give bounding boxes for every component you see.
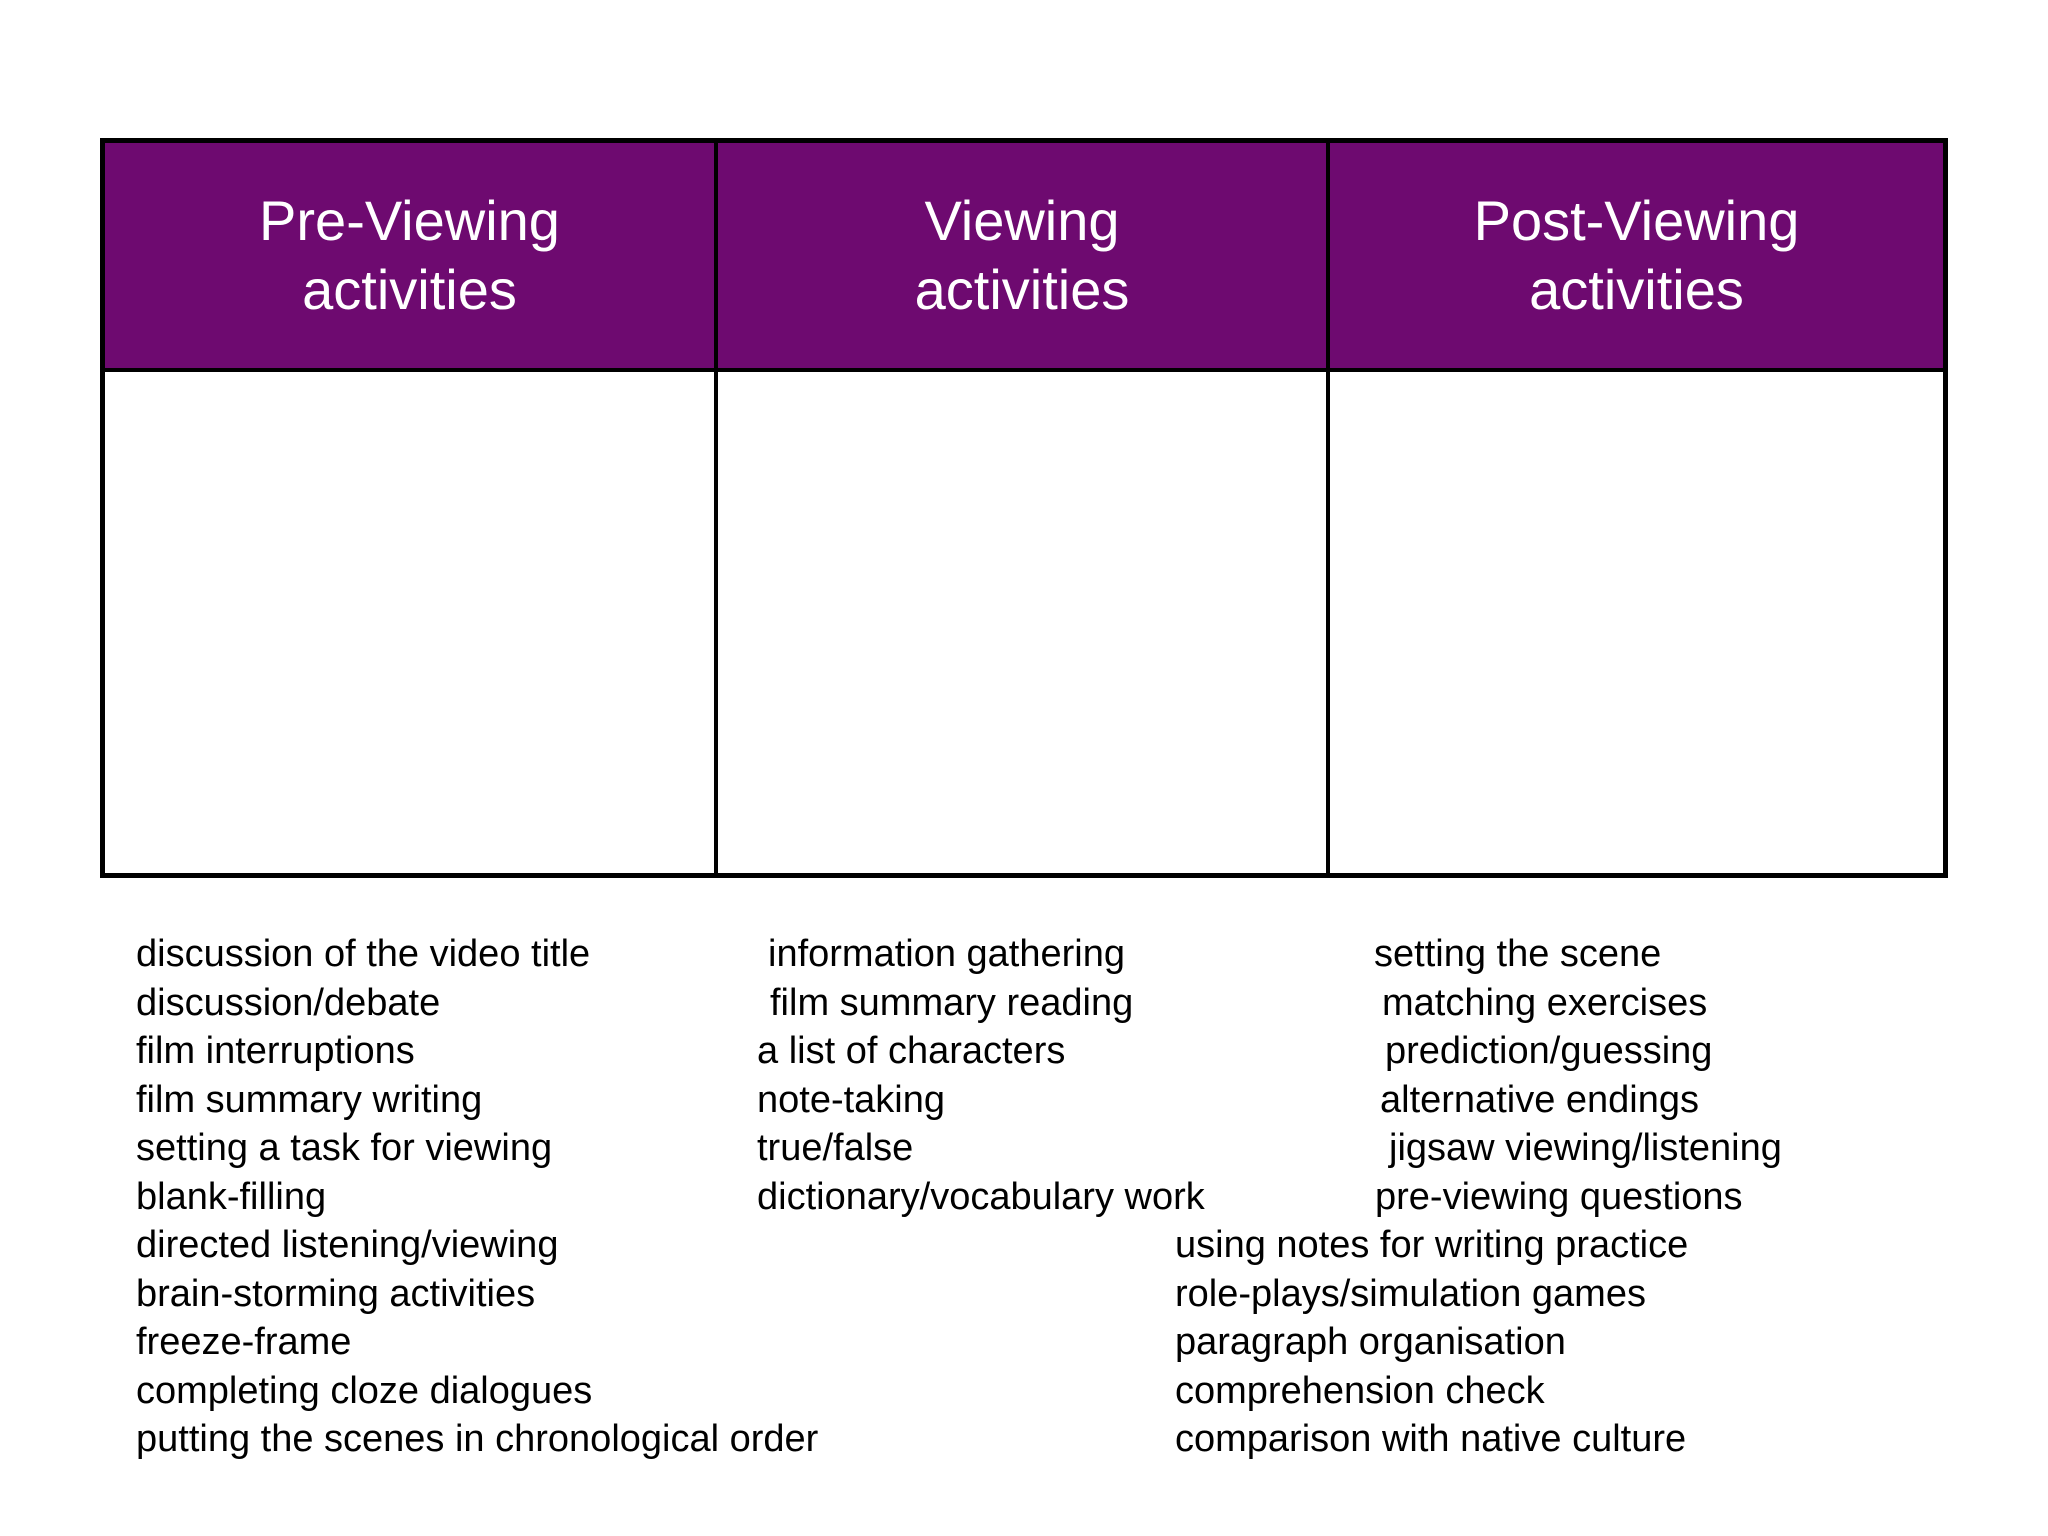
activity-item: freeze-frame — [136, 1321, 352, 1363]
activity-item: using notes for writing practice — [1175, 1224, 1689, 1266]
activity-item: discussion of the video title — [136, 933, 591, 975]
activity-item: discussion/debate — [136, 981, 441, 1024]
activity-line: discussion of the video title information… — [0, 930, 2048, 979]
header-cell-post-viewing-text: Post-Viewing activities — [1474, 187, 1800, 324]
activity-line: directed listening/viewing using notes fo… — [0, 1221, 2048, 1270]
activities-table: Pre-Viewing activities Viewing activitie… — [100, 138, 1948, 878]
activity-item: putting the scenes in chronological orde… — [136, 1418, 819, 1460]
activity-line: discussion/debate film summary reading mat… — [0, 979, 2048, 1028]
header-viewing-line2: activities — [914, 257, 1130, 321]
activity-line: film summary writing note-taking alternati… — [0, 1076, 2048, 1125]
header-post-viewing-line2: activities — [1529, 257, 1744, 321]
activity-item: blank-filling — [136, 1175, 327, 1218]
activity-item: film interruptions — [136, 1030, 415, 1072]
activity-item: alternative endings — [1380, 1078, 1699, 1121]
activity-item: note-taking — [757, 1078, 946, 1121]
table-body-row — [105, 372, 1943, 873]
header-cell-viewing: Viewing activities — [718, 143, 1330, 368]
body-cell-pre-viewing[interactable] — [105, 372, 718, 873]
activity-item: matching exercises — [1382, 981, 1708, 1024]
header-cell-post-viewing: Post-Viewing activities — [1330, 143, 1943, 368]
activity-item: film summary reading — [770, 981, 1134, 1024]
activity-item: brain-storming activities — [136, 1272, 536, 1315]
activity-item: completing cloze dialogues — [136, 1369, 593, 1412]
body-cell-viewing[interactable] — [718, 372, 1330, 873]
activity-item: film summary writing — [136, 1078, 483, 1121]
activity-item: setting a task for viewing — [136, 1127, 553, 1169]
activity-line: blank-filling dictionary/vocabulary work p… — [0, 1173, 2048, 1222]
activity-line: setting a task for viewing true/false jigs… — [0, 1124, 2048, 1173]
activity-item: comprehension check — [1175, 1369, 1545, 1412]
activity-line: film interruptions a list of characters pr… — [0, 1027, 2048, 1076]
body-cell-post-viewing[interactable] — [1330, 372, 1943, 873]
activity-line: brain-storming activities role-plays/simu… — [0, 1270, 2048, 1319]
header-pre-viewing-line1: Pre-Viewing — [259, 189, 560, 253]
activity-lists: discussion of the video title information… — [0, 930, 2048, 1464]
activity-item: prediction/guessing — [1385, 1030, 1713, 1072]
table-header-row: Pre-Viewing activities Viewing activitie… — [105, 143, 1943, 372]
activity-item: comparison with native culture — [1175, 1418, 1687, 1460]
activity-line: completing cloze dialogues comprehension … — [0, 1367, 2048, 1416]
activity-item: dictionary/vocabulary work — [757, 1175, 1205, 1218]
activity-item: a list of characters — [757, 1030, 1066, 1072]
header-cell-viewing-text: Viewing activities — [915, 187, 1130, 324]
activity-item: pre-viewing questions — [1375, 1175, 1743, 1218]
activity-line: freeze-frame paragraph organisation — [0, 1318, 2048, 1367]
header-viewing-line1: Viewing — [924, 189, 1120, 253]
activities-table-inner: Pre-Viewing activities Viewing activitie… — [105, 143, 1943, 873]
activity-item: paragraph organisation — [1175, 1321, 1566, 1363]
activity-item: setting the scene — [1374, 933, 1662, 975]
header-cell-pre-viewing: Pre-Viewing activities — [105, 143, 718, 368]
activity-item: jigsaw viewing/listening — [1389, 1127, 1782, 1169]
header-cell-pre-viewing-text: Pre-Viewing activities — [259, 187, 560, 324]
activity-item: true/false — [757, 1127, 914, 1169]
header-pre-viewing-line2: activities — [302, 257, 517, 321]
activity-item: information gathering — [768, 933, 1125, 975]
header-post-viewing-line1: Post-Viewing — [1473, 189, 1800, 253]
activity-item: role-plays/simulation games — [1175, 1272, 1646, 1315]
activity-line: putting the scenes in chronological orde… — [0, 1415, 2048, 1464]
activity-item: directed listening/viewing — [136, 1224, 559, 1266]
